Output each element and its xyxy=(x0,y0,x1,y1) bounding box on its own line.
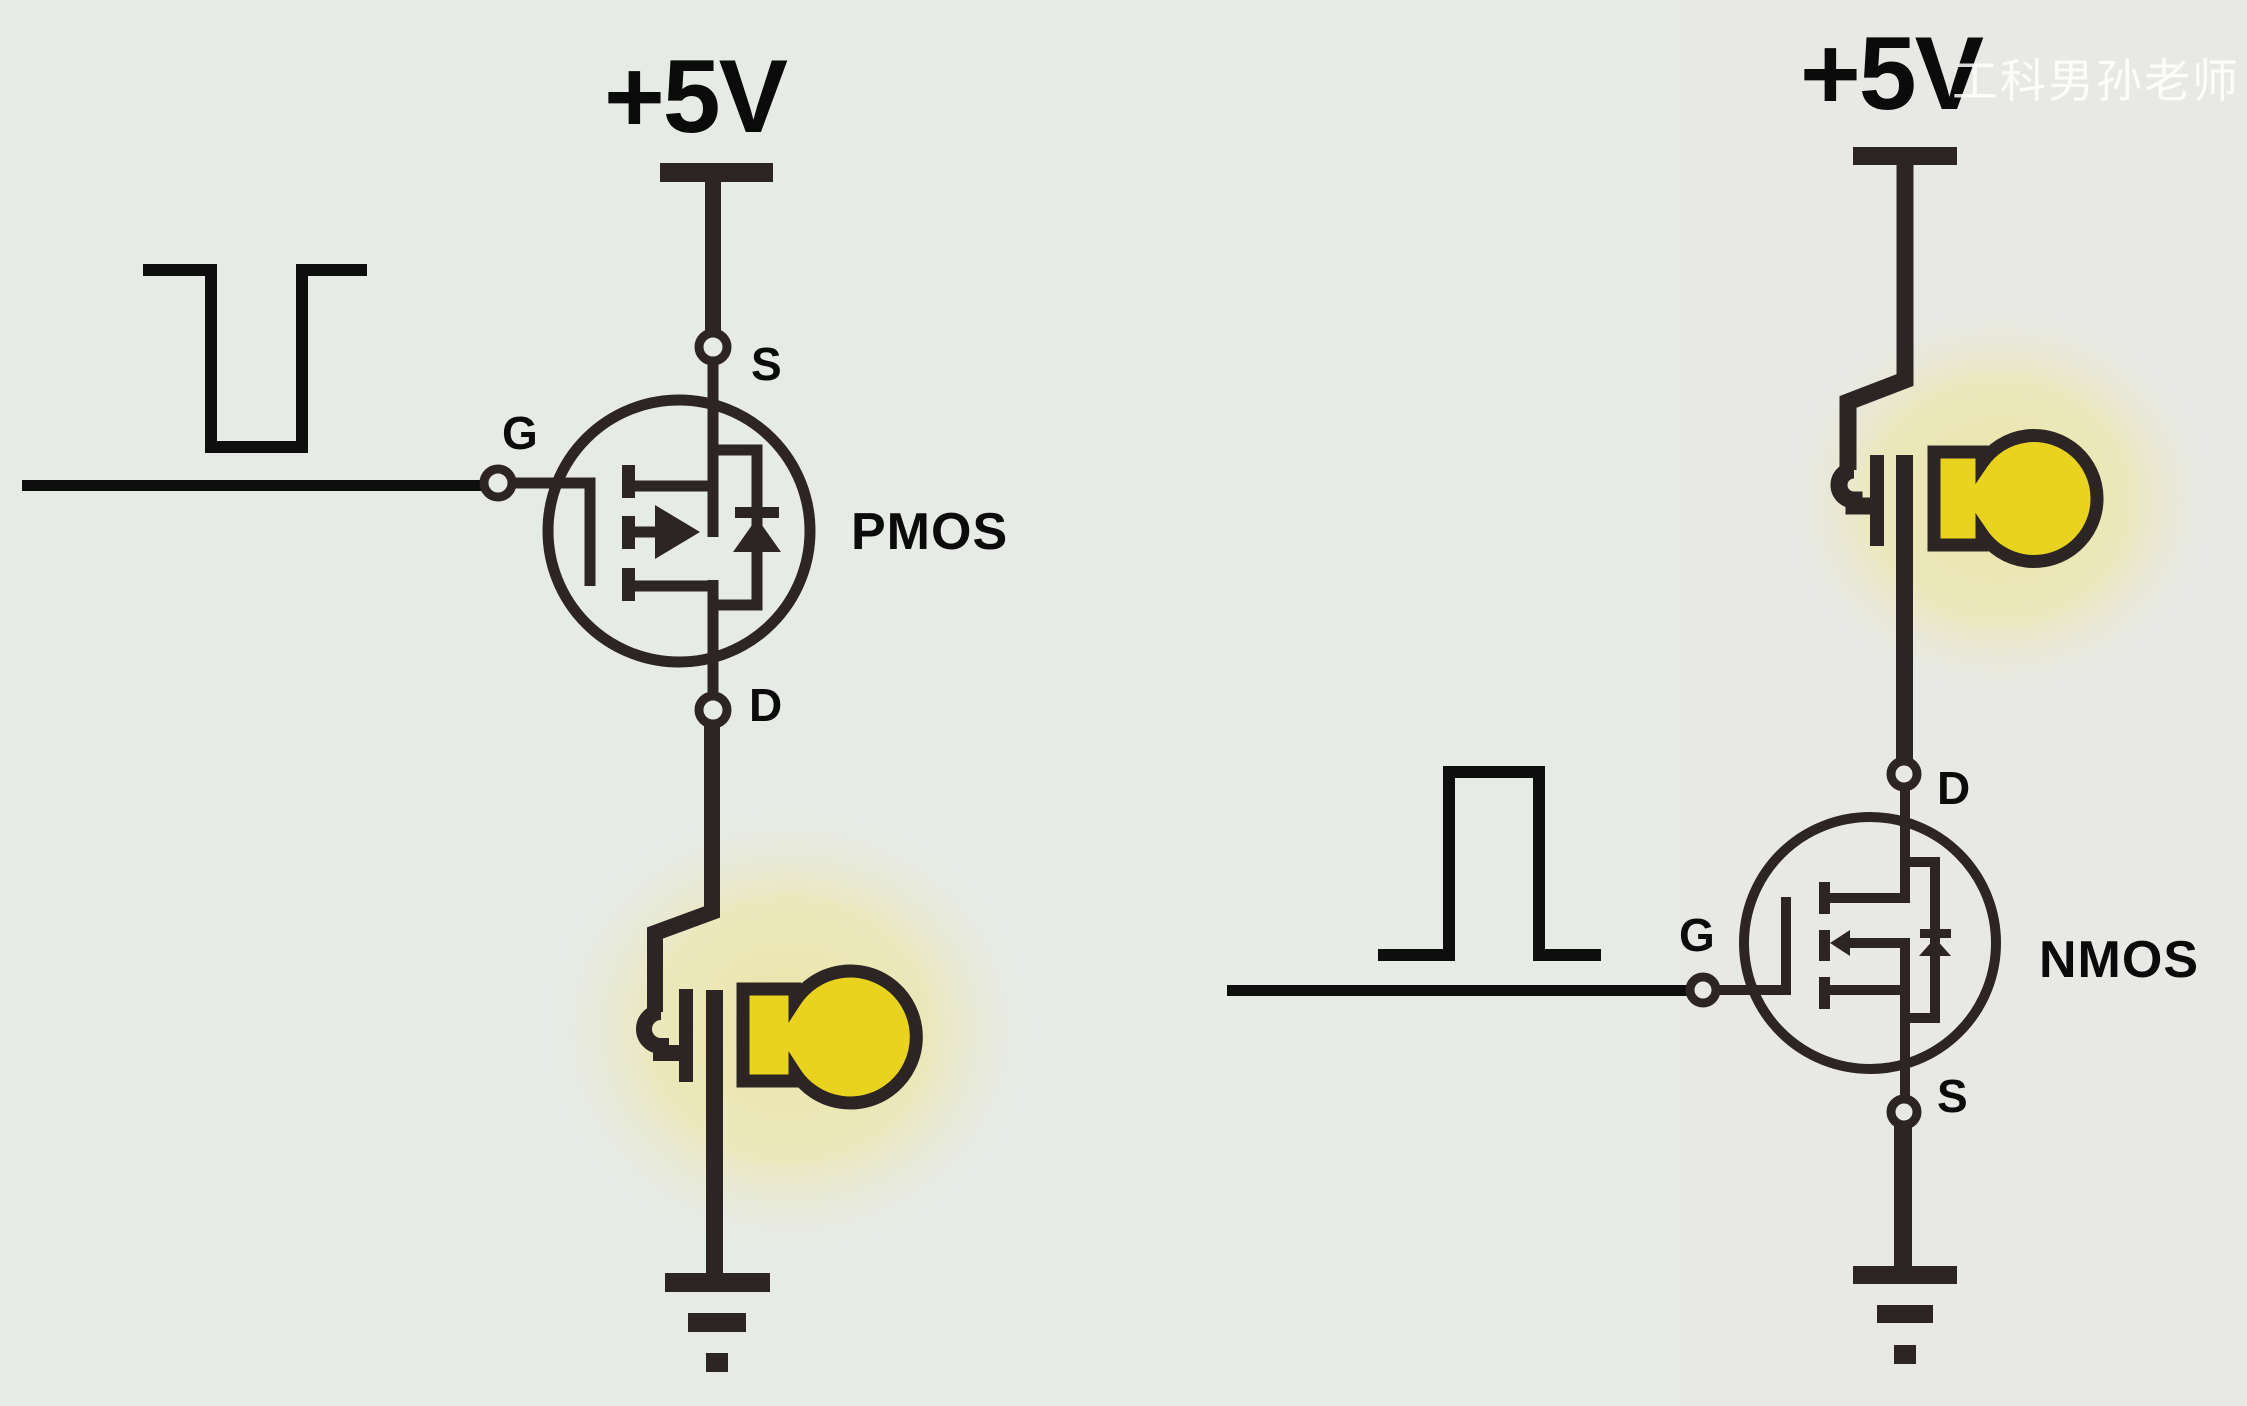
nmos-arrow-icon xyxy=(1830,930,1850,956)
nmos-diode-bar xyxy=(1920,929,1951,938)
lamp-wiring xyxy=(1830,160,1914,515)
ground-icon xyxy=(1853,1266,1957,1364)
nmos-circuit xyxy=(1227,147,2230,1364)
pmos-arrow-icon xyxy=(655,505,700,559)
nmos-gate-label: G xyxy=(1679,909,1715,961)
pmos-device-label: PMOS xyxy=(851,503,1009,561)
drain-terminal xyxy=(694,691,732,729)
input-pulse-waveform xyxy=(143,264,367,453)
watermark-text: 工科男孙老师 xyxy=(1952,54,2240,108)
wire-vcc-source xyxy=(705,180,721,335)
gate-terminal xyxy=(1685,972,1721,1008)
nmos-source-label: S xyxy=(1937,1070,1968,1122)
lamp-contact-bar xyxy=(679,989,693,1082)
pmos-drain-label: D xyxy=(749,679,783,731)
nmos-drain-label: D xyxy=(1937,762,1971,814)
nmos-symbol xyxy=(1716,787,2001,1099)
nmos-device-label: NMOS xyxy=(2039,931,2199,989)
pmos-gate-label: G xyxy=(502,407,538,459)
lamp-wiring xyxy=(636,724,720,1061)
wire-lamp-drain xyxy=(1896,455,1913,761)
pmos-supply-label: +5V xyxy=(604,39,788,155)
source-terminal xyxy=(694,328,732,366)
lamp-contact-bar xyxy=(1870,455,1884,546)
pmos-source-label: S xyxy=(751,338,782,390)
pmos-internal-shapes xyxy=(622,465,781,601)
lamp-bulb-icon xyxy=(1927,429,2104,568)
wire-lamp-ground xyxy=(706,990,723,1275)
wire-source-ground xyxy=(1894,1125,1912,1268)
input-pulse-waveform xyxy=(1378,766,1601,961)
pmos-diode-bar xyxy=(735,507,779,518)
pmos-circuit xyxy=(22,163,1040,1372)
vcc-bar xyxy=(660,163,773,182)
pmos-body-circle xyxy=(542,394,816,668)
vcc-bar xyxy=(1853,147,1957,165)
nmos-supply-label: +5V xyxy=(1800,16,1984,132)
ground-icon xyxy=(665,1273,770,1372)
nmos-body-circle xyxy=(1739,812,2001,1074)
pmos-diode-triangle xyxy=(733,518,781,552)
drain-terminal xyxy=(1886,756,1922,792)
input-wire xyxy=(22,480,484,491)
gate-terminal xyxy=(479,464,517,502)
nmos-diode-triangle xyxy=(1919,938,1951,956)
source-terminal xyxy=(1886,1094,1922,1130)
lamp-bulb-icon xyxy=(736,964,923,1110)
nmos-internal-shapes xyxy=(1819,882,1951,1009)
input-wire xyxy=(1227,985,1693,996)
